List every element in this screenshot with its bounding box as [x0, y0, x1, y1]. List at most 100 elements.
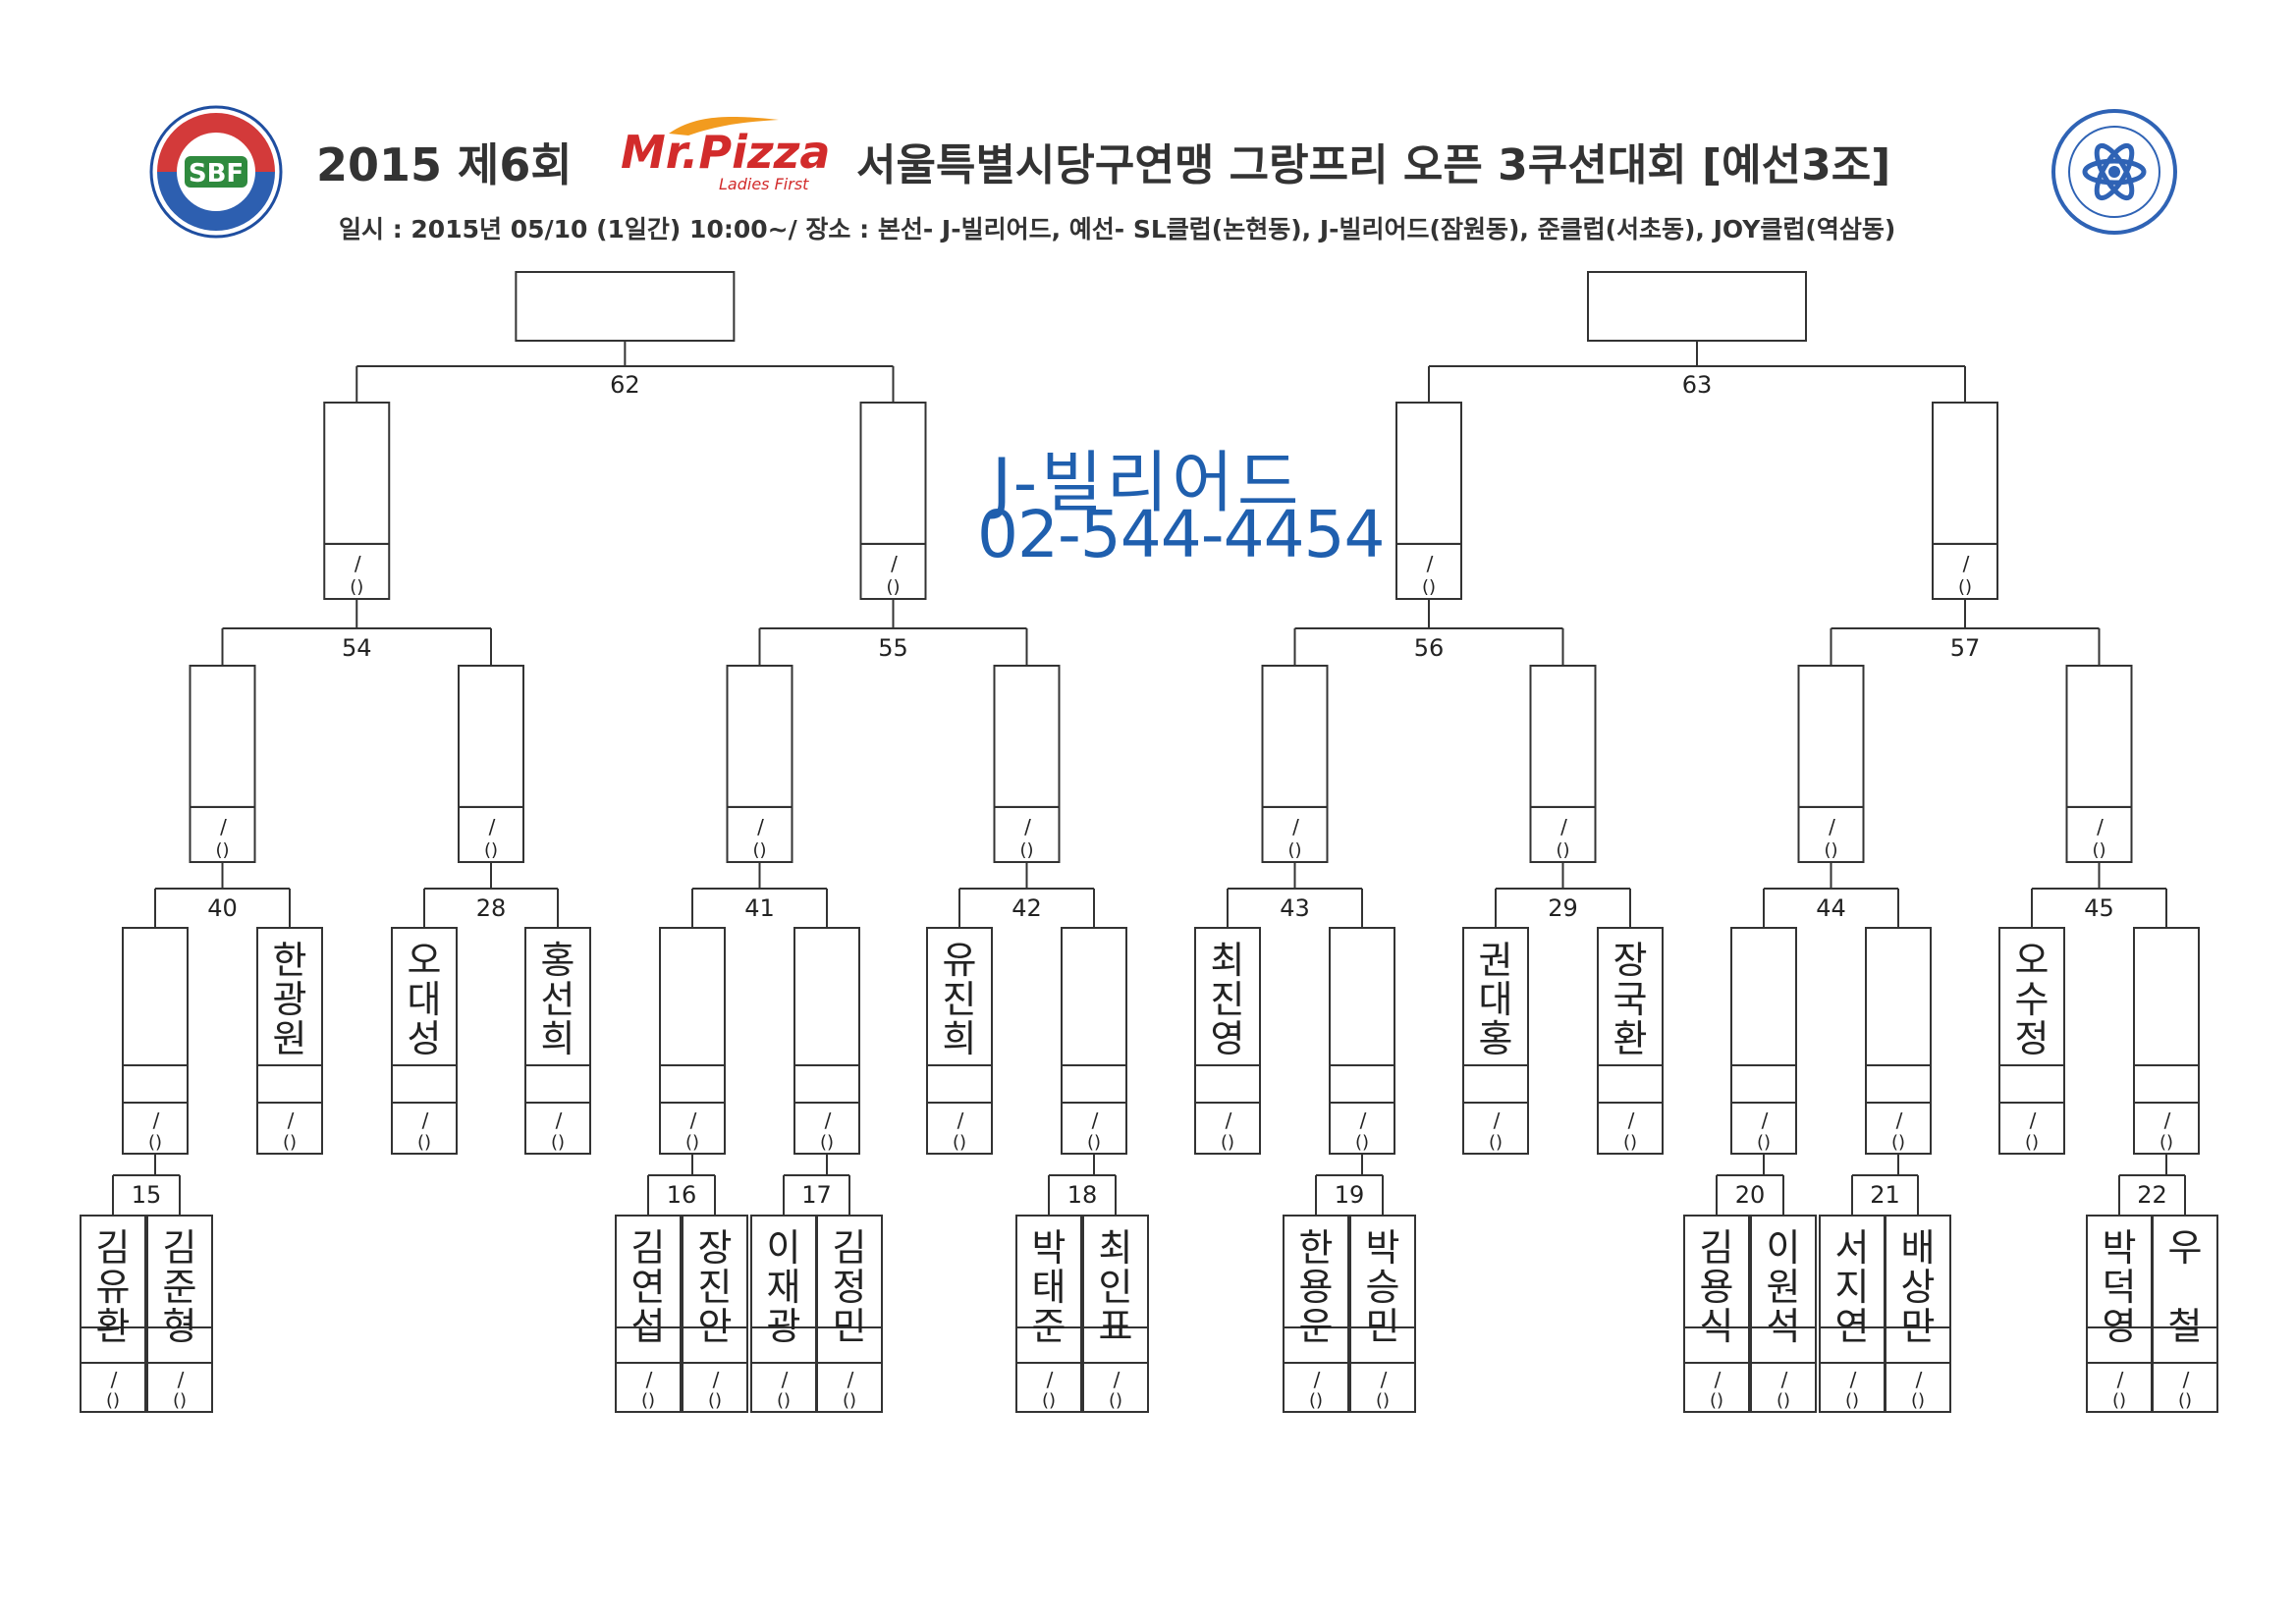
- score-slash: /: [1314, 1368, 1321, 1391]
- score-paren: (): [1422, 576, 1436, 597]
- match-number: 41: [744, 894, 775, 922]
- sponsor-tagline: Ladies First: [719, 175, 809, 193]
- match-number: 55: [878, 634, 908, 662]
- player-name-char: 권: [1479, 939, 1513, 982]
- score-slash: /: [1715, 1368, 1722, 1391]
- player-name-char: 영: [2103, 1305, 2137, 1348]
- sbf-logo-letters: SBF: [189, 159, 244, 189]
- score-slash: /: [1896, 1109, 1903, 1132]
- player-name-char: 운: [1299, 1305, 1334, 1348]
- score-slash: /: [422, 1109, 429, 1132]
- player-name-char: 대: [1479, 978, 1513, 1021]
- player-name-char: 홍: [541, 939, 575, 982]
- score-paren: (): [641, 1390, 655, 1411]
- player-name-char: 재: [767, 1266, 801, 1309]
- score-slash: /: [713, 1368, 720, 1391]
- player-name-char: 덕: [2103, 1266, 2137, 1309]
- sbf-logo: SBF: [147, 103, 285, 241]
- match-number: 63: [1682, 371, 1713, 399]
- player-name-char: 김: [163, 1226, 197, 1270]
- player-name-char: 인: [1099, 1266, 1133, 1309]
- score-paren: (): [106, 1390, 120, 1411]
- sponsor-name: Mr.Pizza: [621, 126, 831, 179]
- score-paren: (): [148, 1132, 162, 1153]
- player-name-char: 우: [2168, 1226, 2203, 1270]
- player-name-char: 광: [273, 978, 307, 1021]
- score-slash: /: [153, 1109, 160, 1132]
- score-paren: (): [173, 1390, 187, 1411]
- player-name-char: 식: [1700, 1305, 1734, 1348]
- match-number: 62: [610, 371, 640, 399]
- match-number: 44: [1816, 894, 1846, 922]
- score-paren: (): [551, 1132, 565, 1153]
- player-name-char: 표: [1099, 1305, 1133, 1348]
- player-name-char: 희: [541, 1017, 575, 1060]
- match-number: 21: [1870, 1181, 1900, 1209]
- match-number: 42: [1011, 894, 1042, 922]
- match-number: 20: [1735, 1181, 1766, 1209]
- score-paren: (): [1221, 1132, 1234, 1153]
- score-paren: (): [1287, 839, 1301, 860]
- score-paren: (): [1309, 1390, 1323, 1411]
- match-number: 28: [476, 894, 507, 922]
- player-name-char: 철: [2168, 1305, 2203, 1348]
- score-slash: /: [1850, 1368, 1857, 1391]
- score-paren: (): [484, 839, 498, 860]
- match-number: 15: [132, 1181, 162, 1209]
- score-paren: (): [1019, 839, 1033, 860]
- player-name-char: 수: [2015, 978, 2050, 1021]
- score-paren: (): [708, 1390, 722, 1411]
- score-slash: /: [556, 1109, 563, 1132]
- player-name-char: 용: [1299, 1266, 1334, 1309]
- score-slash: /: [1381, 1368, 1388, 1391]
- score-paren: (): [2178, 1390, 2192, 1411]
- player-name-char: 승: [1366, 1266, 1400, 1309]
- player-name-char: 한: [1299, 1226, 1334, 1270]
- score-slash: /: [1560, 815, 1567, 839]
- score-paren: (): [2092, 839, 2105, 860]
- score-paren: (): [1710, 1390, 1723, 1411]
- player-name-char: 연: [631, 1266, 666, 1309]
- player-name-char: 정: [833, 1266, 867, 1309]
- player-name-char: 김: [833, 1226, 867, 1270]
- player-name-char: 김: [631, 1226, 666, 1270]
- player-name-char: 김: [96, 1226, 131, 1270]
- ssc-logo: [2050, 108, 2178, 236]
- player-name-char: 안: [698, 1305, 733, 1348]
- score-paren: (): [953, 1132, 966, 1153]
- score-paren: (): [417, 1132, 431, 1153]
- score-slash: /: [1047, 1368, 1054, 1391]
- page-title: 서울특별시당구연맹 그랑프리 오픈 3쿠션대회 [예선3조]: [856, 140, 1891, 190]
- score-paren: (): [1623, 1132, 1637, 1153]
- score-paren: (): [1958, 576, 1972, 597]
- player-name-char: 대: [408, 978, 442, 1021]
- score-slash: /: [1024, 815, 1031, 839]
- score-slash: /: [1628, 1109, 1635, 1132]
- score-slash: /: [1360, 1109, 1367, 1132]
- score-paren: (): [2025, 1132, 2039, 1153]
- player-name-char: 진: [943, 978, 977, 1021]
- score-slash: /: [1427, 552, 1434, 575]
- match-number: 29: [1548, 894, 1578, 922]
- player-name-char: 용: [1700, 1266, 1734, 1309]
- match-number: 18: [1067, 1181, 1098, 1209]
- score-slash: /: [1963, 552, 1970, 575]
- player-name-char: 태: [1032, 1266, 1066, 1309]
- score-paren: (): [215, 839, 229, 860]
- player-name-char: 장: [698, 1226, 733, 1270]
- score-paren: (): [1757, 1132, 1771, 1153]
- score-paren: (): [1556, 839, 1569, 860]
- player-name-char: 박: [1366, 1226, 1400, 1270]
- score-slash: /: [489, 815, 496, 839]
- player-name-char: 석: [1767, 1305, 1801, 1348]
- score-slash: /: [757, 815, 764, 839]
- player-name-char: 한: [273, 939, 307, 982]
- score-paren: (): [1109, 1390, 1122, 1411]
- score-paren: (): [1911, 1390, 1925, 1411]
- score-slash: /: [2117, 1368, 2124, 1391]
- player-name-char: 서: [1835, 1226, 1870, 1270]
- score-paren: (): [886, 576, 900, 597]
- score-paren: (): [1087, 1132, 1101, 1153]
